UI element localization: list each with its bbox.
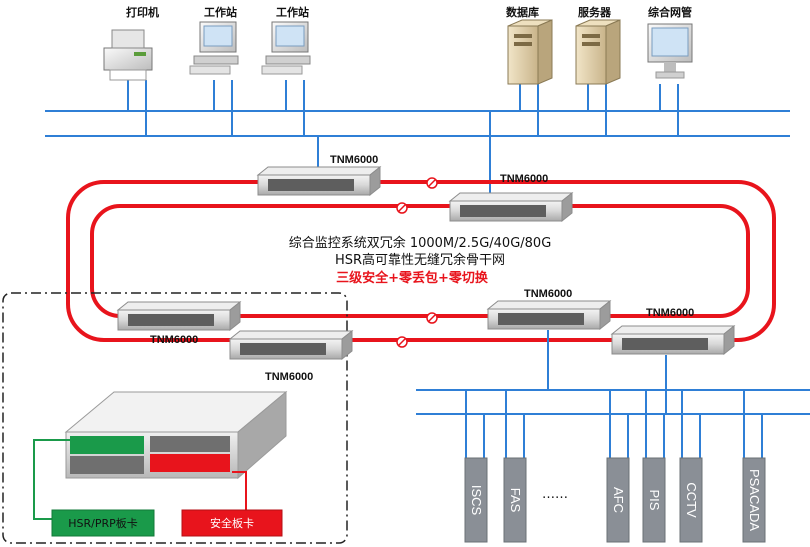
device-label: 数据库 bbox=[506, 5, 539, 19]
device-label: 打印机 bbox=[126, 5, 159, 19]
switch-label: TNM6000 bbox=[524, 288, 572, 300]
backbone-type: HSR高可靠性无缝冗余骨干网 bbox=[335, 252, 505, 268]
switch-label: TNM6000 bbox=[330, 154, 378, 166]
switch-device bbox=[256, 165, 382, 197]
device-label: 工作站 bbox=[276, 5, 309, 19]
security-card-label: 安全板卡 bbox=[210, 516, 254, 530]
link-break-markers bbox=[396, 177, 438, 348]
switch-device bbox=[448, 191, 574, 223]
device-label: 服务器 bbox=[578, 5, 612, 19]
subsystem-label: PSACADA bbox=[747, 469, 762, 531]
detail-enclosure bbox=[2, 292, 348, 544]
workstation-icon bbox=[261, 21, 311, 75]
backbone-description: 综合监控系统双冗余 1000M/2.5G/40G/80G bbox=[289, 235, 552, 251]
security-card-box bbox=[181, 509, 283, 537]
subsystem-ellipsis: …… bbox=[542, 487, 568, 502]
backbone-features: 三级安全+零丢包+零切换 bbox=[336, 270, 489, 286]
workstation-icon bbox=[189, 21, 239, 75]
switch-label: TNM6000 bbox=[265, 371, 313, 383]
bottom-bus bbox=[416, 330, 810, 458]
switch-device bbox=[116, 300, 242, 332]
switch-device bbox=[486, 299, 612, 331]
hsr-card-box bbox=[51, 509, 155, 537]
hsr-card-label: HSR/PRP板卡 bbox=[68, 516, 138, 530]
printer-icon bbox=[103, 29, 153, 81]
device-label: 工作站 bbox=[204, 5, 237, 19]
switch-label: TNM6000 bbox=[150, 334, 198, 346]
switch-label: TNM6000 bbox=[500, 173, 548, 185]
subsystem-label: FAS bbox=[508, 488, 523, 513]
subsystem-boxes bbox=[464, 457, 766, 543]
subsystem-label: ISCS bbox=[469, 485, 484, 516]
switch-label: TNM6000 bbox=[646, 307, 694, 319]
subsystem-label: PIS bbox=[647, 490, 662, 511]
subsystem-label: CCTV bbox=[684, 482, 699, 518]
hsr-rings bbox=[66, 180, 776, 342]
server-icon bbox=[575, 19, 621, 85]
switch-device bbox=[228, 329, 354, 361]
monitor-icon bbox=[647, 23, 693, 79]
chassis-device bbox=[64, 390, 288, 480]
subsystem-label: AFC bbox=[611, 487, 626, 513]
switch-device bbox=[610, 324, 736, 356]
top-bus bbox=[45, 80, 790, 196]
database-server-icon bbox=[507, 19, 553, 85]
device-label: 综合网管 bbox=[648, 5, 692, 19]
